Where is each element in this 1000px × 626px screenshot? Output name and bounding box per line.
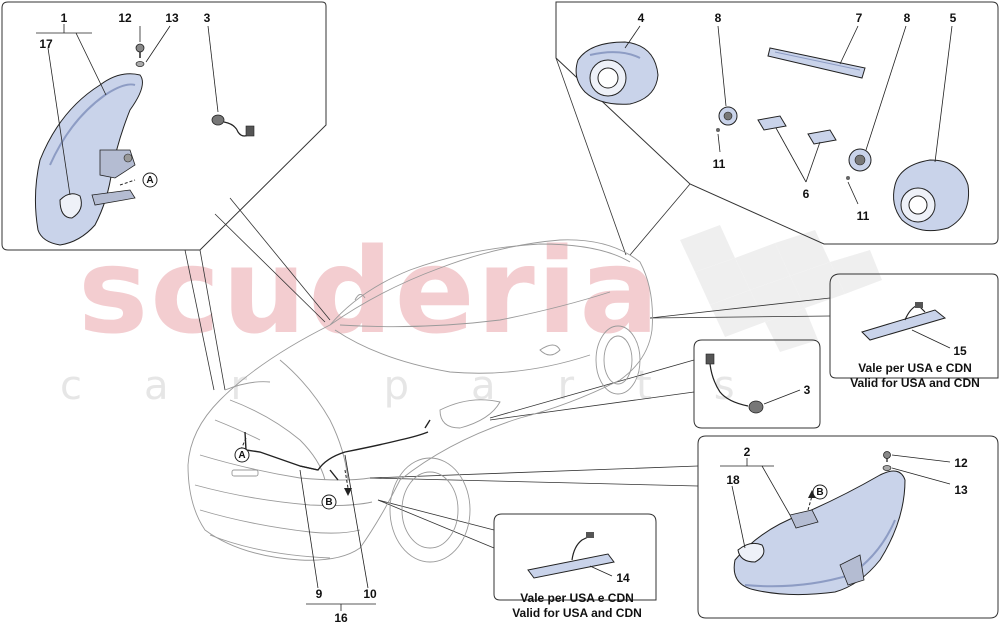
callout-12: 12	[118, 11, 132, 25]
marker-b-car	[321, 494, 337, 510]
marker-b-label-panel: B	[816, 487, 824, 498]
callout-18: 18	[726, 473, 740, 487]
third-brake-light	[767, 47, 866, 79]
checkered-flag-watermark	[680, 225, 882, 352]
callout-7: 7	[855, 11, 863, 25]
note-usa-en-2: Valid for USA and CDN	[512, 606, 642, 620]
sensor-icon-b	[705, 353, 764, 414]
callout-3: 3	[203, 11, 211, 25]
wiring-harness	[244, 419, 431, 481]
plate-light-b	[807, 129, 837, 145]
callout-17: 17	[39, 37, 53, 51]
sensor-icon	[211, 114, 255, 137]
screw-icon	[135, 43, 145, 58]
plate-light-a	[757, 115, 787, 131]
callout-8-right: 8	[903, 11, 911, 25]
callout-11-right: 11	[856, 209, 870, 223]
callout-9: 9	[315, 587, 323, 601]
headlight-right-assembly	[733, 470, 906, 596]
callout-3-b: 3	[803, 383, 811, 397]
callout-6: 6	[802, 187, 810, 201]
small-lamp-8b	[848, 148, 872, 172]
callout-1: 1	[60, 11, 68, 25]
callout-2: 2	[743, 445, 751, 459]
note-usa-it-2: Vale per USA e CDN	[520, 591, 634, 605]
screw-icon-b	[883, 451, 891, 462]
callout-4: 4	[637, 11, 645, 25]
marker-a-panel	[142, 172, 158, 188]
callout-13: 13	[165, 11, 179, 25]
rear-lamp-left	[575, 41, 659, 105]
panel-side-marker-rear	[829, 273, 999, 379]
marker-a-label-car: A	[238, 450, 246, 461]
panel-lamps-top-right	[555, 1, 999, 245]
panel-headlight-left	[1, 1, 327, 251]
callout-15: 15	[953, 344, 967, 358]
washer-icon	[135, 61, 145, 67]
marker-a-car	[234, 447, 250, 463]
note-usa-en-1: Valid for USA and CDN	[850, 376, 980, 390]
marker-a-label: A	[146, 175, 154, 186]
small-lamp-8a	[718, 106, 738, 126]
headlight-left-assembly	[34, 73, 143, 246]
callout-16: 16	[334, 611, 348, 625]
side-marker-front	[527, 532, 615, 579]
note-usa-it-1: Vale per USA e CDN	[858, 361, 972, 375]
watermark-sub: car parts	[60, 363, 797, 409]
panel-sensor	[693, 339, 821, 429]
callout-11-left: 11	[712, 157, 726, 171]
side-marker-rear	[861, 302, 947, 341]
callout-10: 10	[363, 587, 377, 601]
callout-13-b: 13	[954, 483, 968, 497]
marker-b-label-car: B	[325, 497, 333, 508]
panel-headlight-right	[697, 435, 999, 619]
callout-14: 14	[616, 571, 630, 585]
rear-lamp-right	[893, 159, 970, 232]
callout-8-left: 8	[714, 11, 722, 25]
washer-icon-b	[882, 465, 892, 471]
callout-5: 5	[949, 11, 957, 25]
callout-12-b: 12	[954, 456, 968, 470]
marker-b-panel	[812, 484, 828, 500]
panel-side-marker-front	[493, 513, 657, 601]
